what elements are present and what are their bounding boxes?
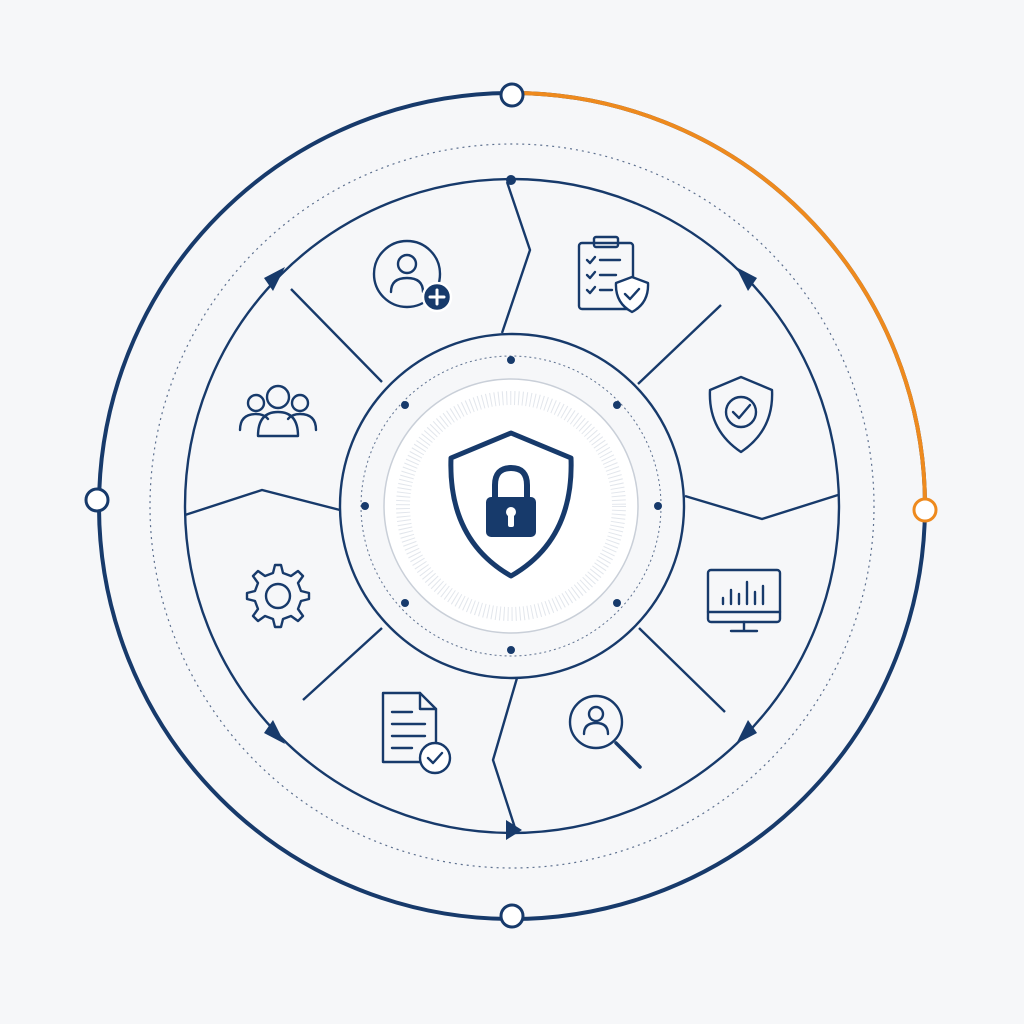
segment-icons xyxy=(238,235,782,775)
divider-bottom-left xyxy=(302,627,383,701)
hub-node xyxy=(507,356,515,364)
hub-node xyxy=(613,599,621,607)
divider-top xyxy=(500,181,532,334)
document-check-icon[interactable] xyxy=(381,691,452,775)
outer-ring-progress-arc xyxy=(511,91,927,507)
outer-ring-node-top[interactable] xyxy=(499,82,525,108)
hub-node xyxy=(654,502,662,510)
outer-ring-node-bottom[interactable] xyxy=(499,903,525,929)
divider-bottom-right xyxy=(638,627,726,713)
monitor-chart-icon[interactable] xyxy=(706,568,782,633)
divider-bottom xyxy=(491,677,519,832)
gear-icon[interactable] xyxy=(245,563,311,629)
hub-nodes xyxy=(361,356,662,654)
hub-node xyxy=(613,401,621,409)
segment-ring-inner-boundary xyxy=(338,332,686,680)
outer-ring xyxy=(84,82,938,929)
shield-lock-icon xyxy=(448,430,574,579)
divider-top-right xyxy=(637,304,722,385)
divider-left xyxy=(184,488,341,517)
hub-texture-ring xyxy=(396,391,626,621)
user-add-icon[interactable] xyxy=(372,239,453,313)
hub-node xyxy=(401,401,409,409)
dotted-guide-ring xyxy=(149,143,875,869)
arrow-bottom-right xyxy=(736,720,757,744)
segment-node-top xyxy=(506,175,516,185)
divider-top-left xyxy=(290,288,383,383)
hub-node xyxy=(507,646,515,654)
user-search-icon[interactable] xyxy=(568,694,642,769)
center-hub xyxy=(360,355,662,657)
hub-node xyxy=(361,502,369,510)
clipboard-checklist-shield-icon[interactable] xyxy=(577,235,650,314)
segment-ring-nodes xyxy=(506,175,516,185)
arrow-bottom-left xyxy=(264,720,285,744)
flow-arrows xyxy=(264,267,757,840)
arrow-bottom xyxy=(506,820,522,840)
arrow-top-right xyxy=(736,267,757,291)
hub-node xyxy=(401,599,409,607)
user-group-icon[interactable] xyxy=(238,384,318,438)
shield-check-icon[interactable] xyxy=(708,375,774,454)
arrow-top-left xyxy=(264,267,285,291)
outer-ring-node-right[interactable] xyxy=(912,497,938,523)
outer-ring-node-left[interactable] xyxy=(84,487,110,513)
divider-right xyxy=(684,493,839,521)
